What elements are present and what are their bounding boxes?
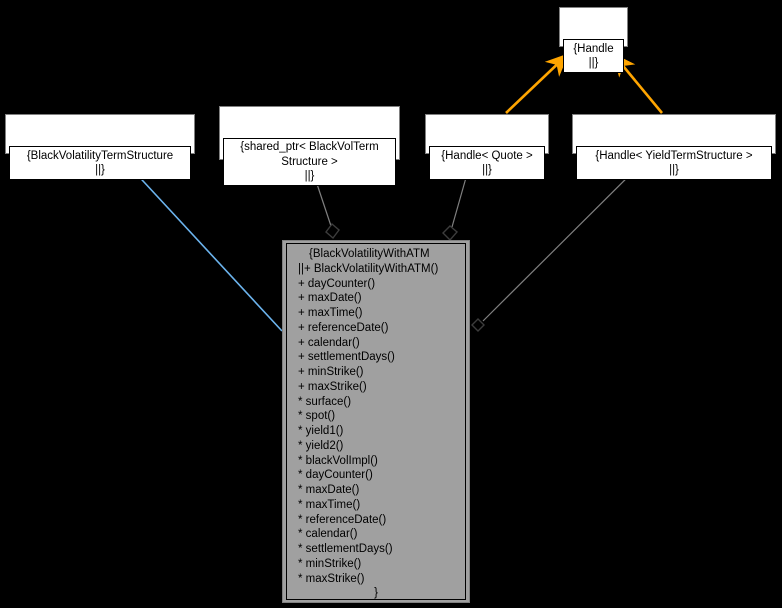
class-member-row: + maxTime() <box>298 307 363 319</box>
class-node-blackvolatilitytermstructure-line-1: ||} <box>95 164 105 177</box>
class-node-handle-line-1: ||} <box>588 57 599 70</box>
class-member-row: * calendar() <box>298 528 358 541</box>
class-member-row: ||+ BlackVolatilityWithATM() <box>298 262 439 275</box>
class-member-row: + calendar() <box>298 336 360 349</box>
class-member-row: * blackVolImpl() <box>298 454 378 467</box>
class-member-row: {BlackVolatilityWithATM <box>309 248 430 260</box>
class-member-row: + dayCounter() <box>298 277 376 290</box>
class-node-sharedptr-blackvoltermstructure-line-0: {shared_ptr< BlackVolTerm <box>240 141 379 154</box>
edge-template-handlequote <box>505 53 569 114</box>
class-member-row: + maxDate() <box>298 292 362 305</box>
class-node-handle-yieldtermstructure-line-1: ||} <box>669 164 679 177</box>
class-node-blackvolatilitywithatm-members: {BlackVolatilityWithATM ||+ BlackVolatili… <box>287 247 465 601</box>
class-member-row: + referenceDate() <box>298 321 389 334</box>
class-member-row: + settlementDays() <box>298 351 395 364</box>
class-member-row: * surface() <box>298 395 352 408</box>
class-node-sharedptr-blackvoltermstructure-body: {shared_ptr< BlackVolTerm Structure > ||… <box>223 138 396 187</box>
class-member-row: * minStrike() <box>298 557 362 570</box>
class-member-row: * maxStrike() <box>298 572 365 585</box>
class-node-handle-yieldtermstructure-body: {Handle< YieldTermStructure > ||} <box>576 146 772 181</box>
class-member-row: * spot() <box>298 410 336 423</box>
class-member-row: * yield2() <box>298 439 344 452</box>
class-member-row: * settlementDays() <box>298 543 393 555</box>
class-node-blackvolatilitywithatm-body: {BlackVolatilityWithATM ||+ BlackVolatili… <box>286 243 466 600</box>
class-node-blackvolatilitytermstructure[interactable]: {BlackVolatilityTermStructure ||} <box>5 114 195 181</box>
class-node-handle-yieldtermstructure-line-0: {Handle< YieldTermStructure > <box>595 149 753 162</box>
class-member-row: * dayCounter() <box>298 469 373 482</box>
class-node-blackvolatilitytermstructure-line-0: {BlackVolatilityTermStructure <box>26 149 174 162</box>
class-node-handle-yieldtermstructure[interactable]: {Handle< YieldTermStructure > ||} <box>572 114 776 181</box>
class-node-handle-quote-body: {Handle< Quote > ||} <box>429 146 545 181</box>
class-node-handle-line-0: {Handle <box>573 42 614 55</box>
class-member-row: * referenceDate() <box>298 513 387 526</box>
class-node-sharedptr-blackvoltermstructure-line-2: ||} <box>304 170 315 183</box>
class-node-handle-quote-line-1: ||} <box>482 164 492 177</box>
class-member-row: * maxDate() <box>298 484 360 496</box>
class-member-row: * maxTime() <box>298 498 361 511</box>
class-node-handle-body: {Handle ||} <box>563 39 624 74</box>
class-node-sharedptr-blackvoltermstructure-line-1: Structure > <box>281 155 338 168</box>
class-member-row: + minStrike() <box>298 366 364 378</box>
class-node-sharedptr-blackvoltermstructure[interactable]: {shared_ptr< BlackVolTerm Structure > ||… <box>219 106 400 187</box>
class-member-row: } <box>374 587 378 600</box>
class-node-blackvolatilitywithatm[interactable]: {BlackVolatilityWithATM ||+ BlackVolatili… <box>282 240 470 603</box>
class-node-handle-quote[interactable]: {Handle< Quote > ||} <box>425 114 549 181</box>
class-node-handle[interactable]: {Handle ||} <box>559 7 628 74</box>
class-member-row: + maxStrike() <box>298 380 367 393</box>
class-node-handle-quote-line-0: {Handle< Quote > <box>441 149 533 162</box>
class-node-blackvolatilitytermstructure-body: {BlackVolatilityTermStructure ||} <box>9 146 191 181</box>
class-member-row: * yield1() <box>298 425 344 437</box>
